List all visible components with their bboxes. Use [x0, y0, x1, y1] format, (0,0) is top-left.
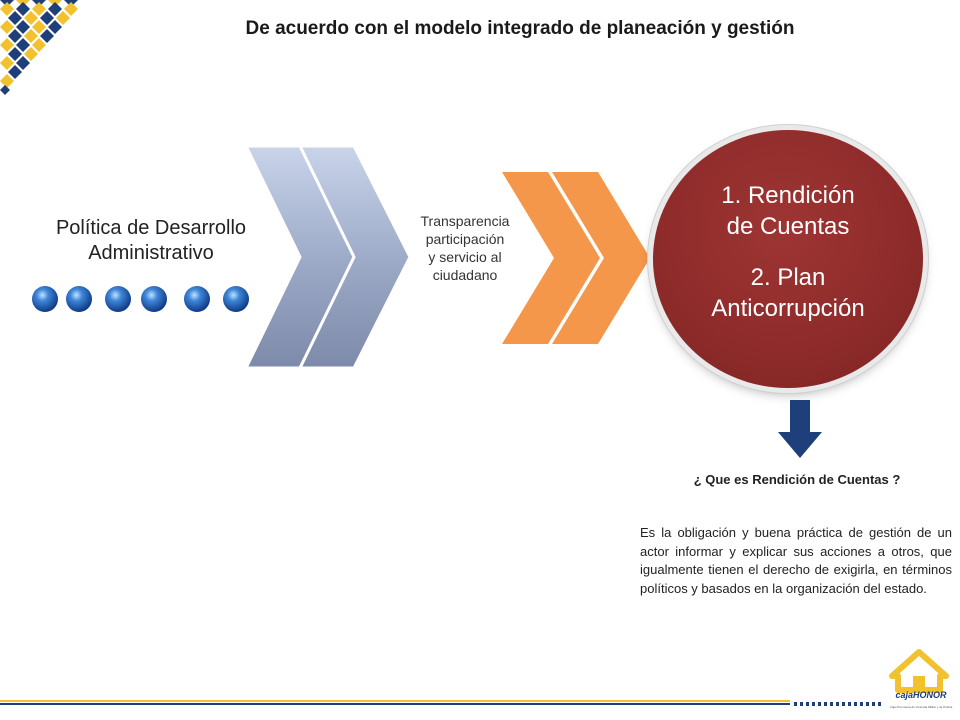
logo-brand-suffix: HONOR — [913, 690, 947, 700]
grey-chevron-2 — [297, 144, 412, 370]
corner-diamond-pattern — [0, 0, 78, 95]
orange-chevron-1 — [502, 172, 600, 344]
blue-dots-row — [32, 286, 249, 312]
transparency-label: Transparencia participación y servicio a… — [402, 212, 528, 284]
down-arrow-icon — [778, 400, 822, 458]
item-rendicion: 1. Rendición de Cuentas — [653, 180, 923, 242]
transparency-line-4: ciudadano — [432, 267, 498, 283]
dot-6 — [223, 286, 249, 312]
logo-brand: cajaHONOR — [884, 690, 958, 700]
item-rendicion-line-2: de Cuentas — [726, 213, 850, 240]
orange-chevron-arrows — [502, 172, 650, 344]
item-rendicion-line-1: 1. Rendición — [721, 182, 855, 209]
item-plan: 2. Plan Anticorrupción — [653, 262, 923, 324]
logo-brand-prefix: caja — [895, 690, 914, 700]
definition-paragraph: Es la obligación y buena práctica de ges… — [640, 525, 952, 596]
result-circle: 1. Rendición de Cuentas 2. Plan Anticorr… — [653, 130, 923, 388]
dot-1 — [32, 286, 58, 312]
transparency-line-2: participación — [425, 231, 505, 247]
page-title: De acuerdo con el modelo integrado de pl… — [245, 18, 795, 39]
question-heading: ¿ Que es Rendición de Cuentas ? — [693, 472, 901, 487]
orange-chevron-2 — [552, 172, 650, 344]
policy-line-1: Política de Desarrollo — [55, 217, 247, 239]
cajahonor-house-logo-icon — [889, 649, 949, 693]
logo-subtitle: Caja Promotora de Vivienda Militar y de … — [889, 705, 953, 709]
dot-3 — [105, 286, 131, 312]
transparency-line-3: y servicio al — [428, 249, 502, 265]
dot-5 — [184, 286, 210, 312]
policy-label: Política de Desarrollo Administrativo — [20, 216, 282, 266]
item-plan-line-2: Anticorrupción — [711, 295, 865, 322]
bottom-dashed-bar — [0, 700, 881, 706]
dot-2 — [66, 286, 92, 312]
grey-chevron-arrows — [243, 144, 412, 370]
transparency-line-1: Transparencia — [420, 213, 510, 229]
item-plan-line-1: 2. Plan — [750, 264, 826, 291]
policy-line-2: Administrativo — [88, 242, 214, 264]
dot-4 — [141, 286, 167, 312]
